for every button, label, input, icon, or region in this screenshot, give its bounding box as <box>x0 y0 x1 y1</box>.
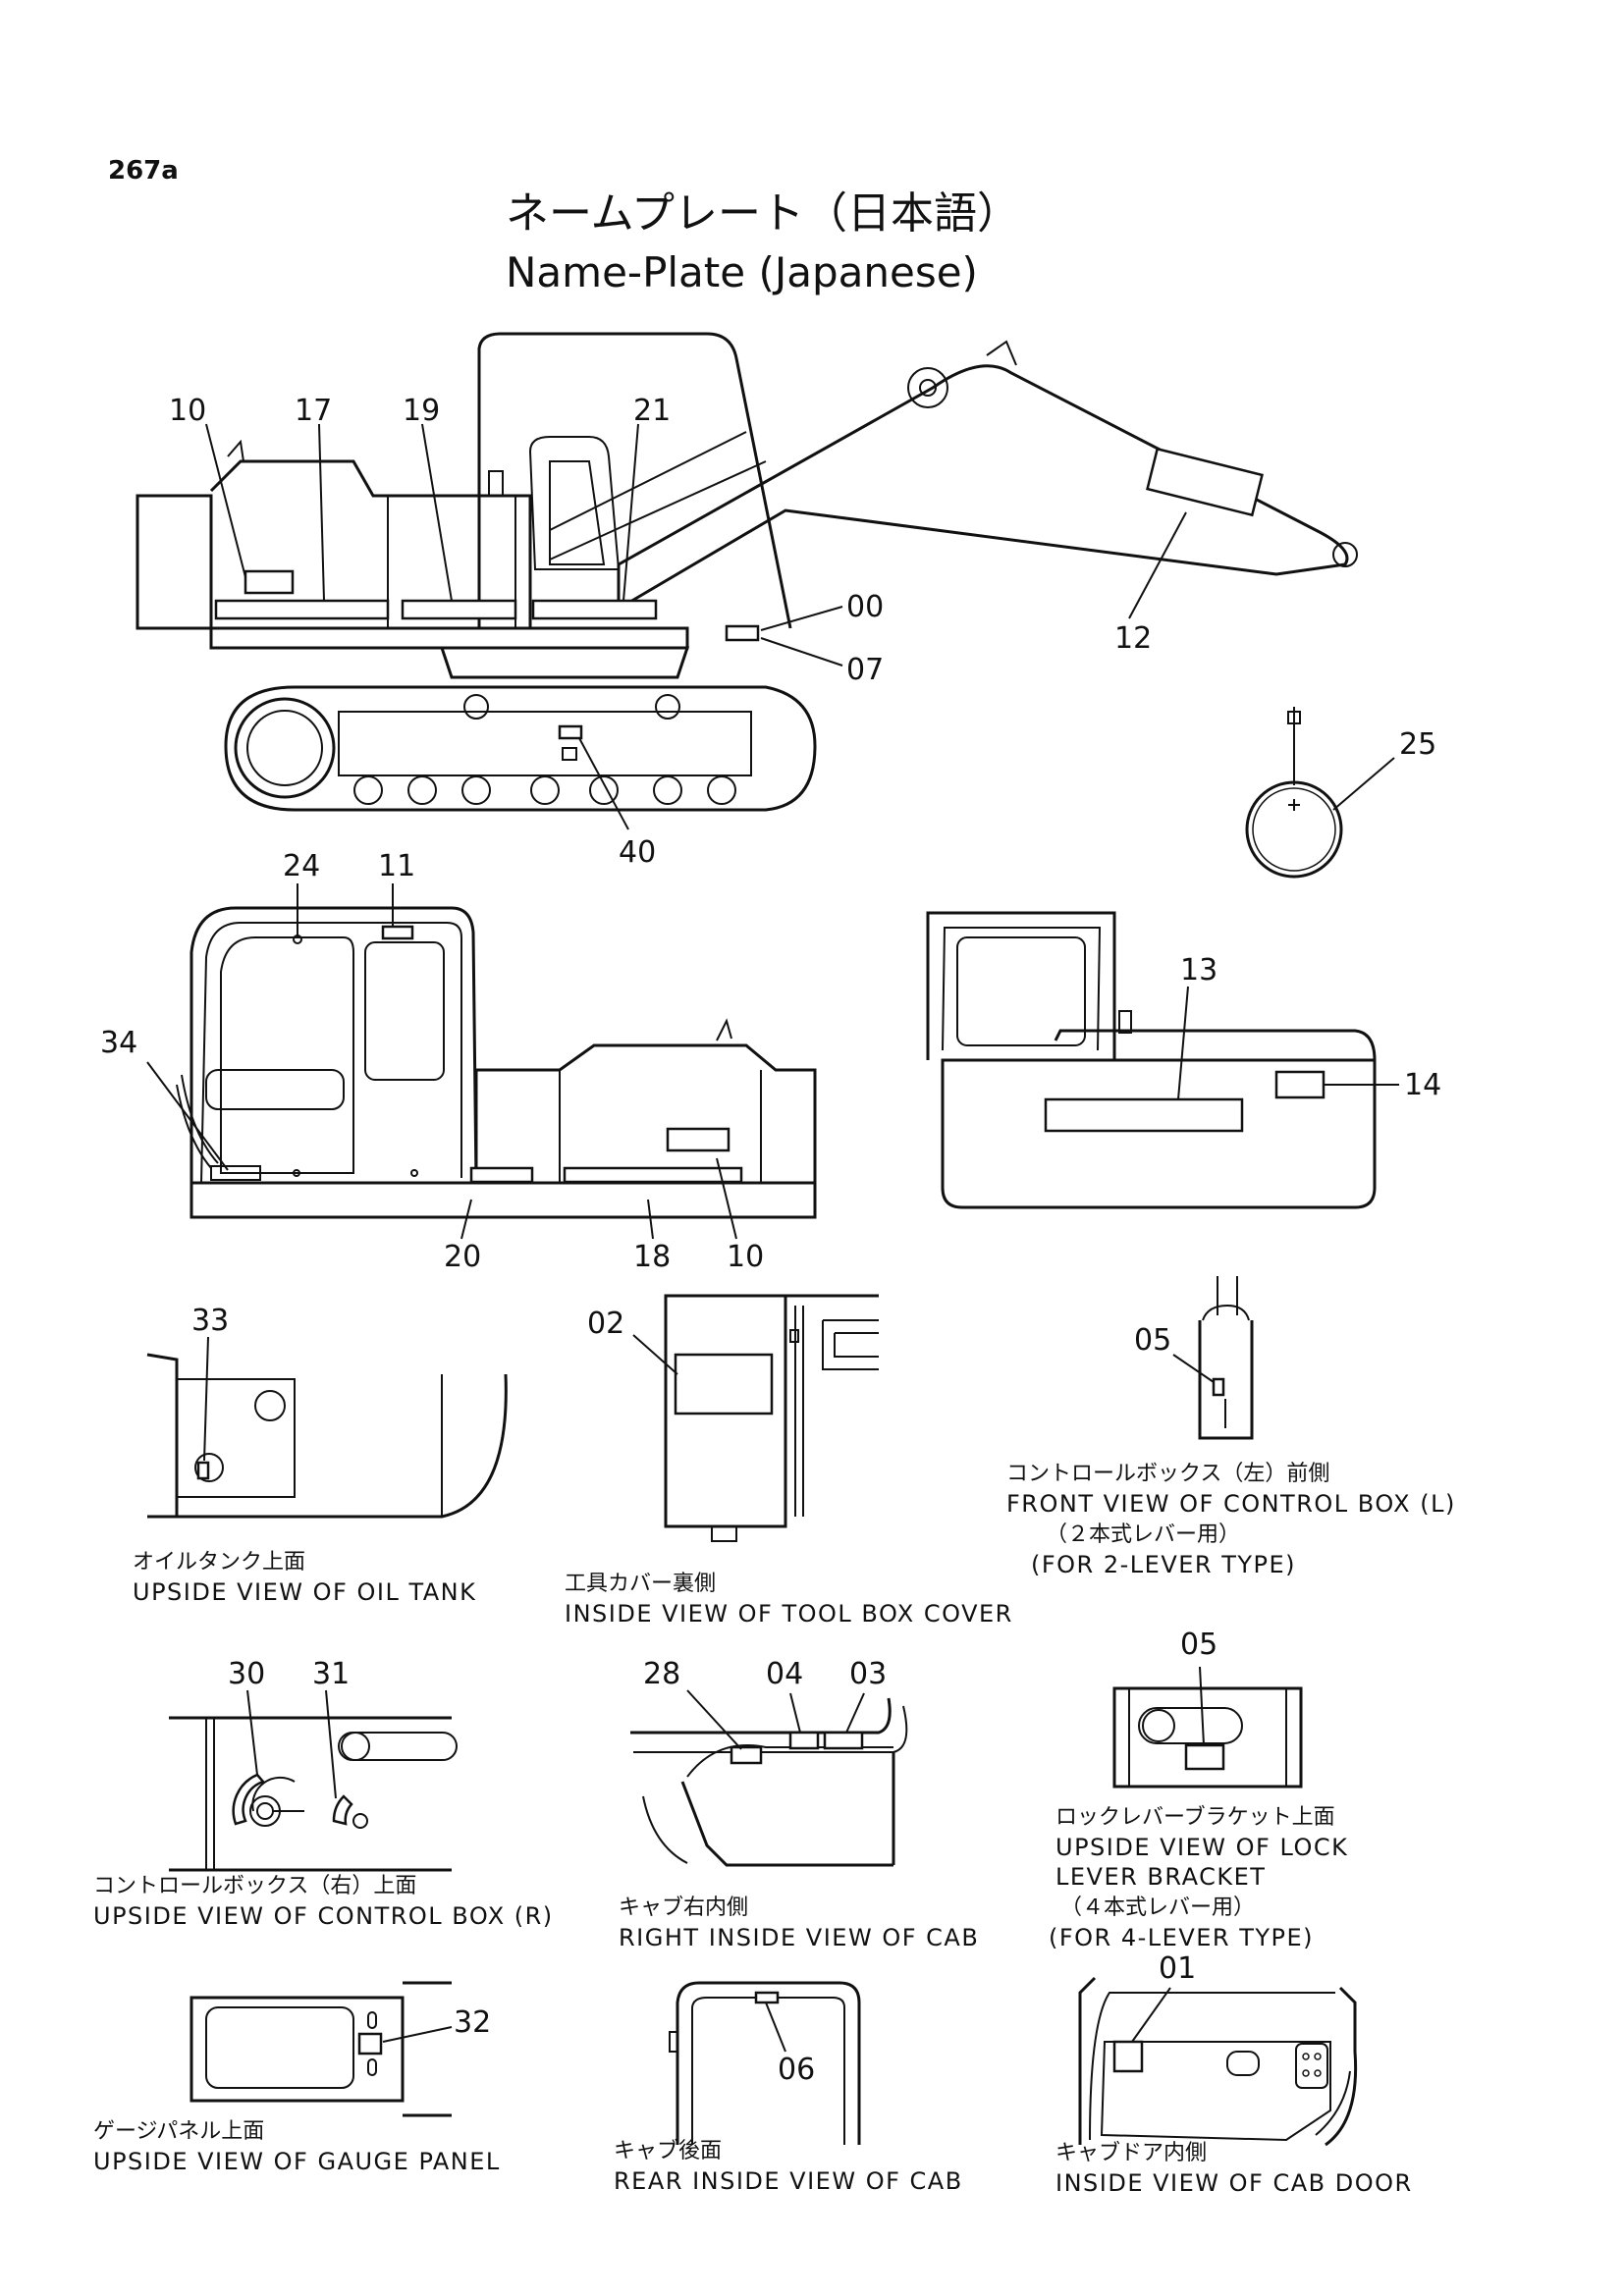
callout-01: 01 <box>1159 1951 1196 1986</box>
level-gauge-25 <box>1245 707 1395 879</box>
title-english: Name-Plate (Japanese) <box>506 248 978 296</box>
caption-control-box-l-en: FRONT VIEW OF CONTROL BOX (L) <box>1006 1490 1456 1518</box>
control-box-l-view <box>1172 1276 1254 1440</box>
plate-40 <box>558 724 583 740</box>
caption-control-box-l-jp2: （２本式レバー用） <box>1046 1522 1240 1547</box>
callout-10b: 10 <box>727 1240 764 1274</box>
caption-lock-lever-jp: ロックレバーブラケット上面 <box>1055 1805 1335 1830</box>
oil-tank-view <box>146 1336 508 1519</box>
caption-tool-box-jp: 工具カバー裏側 <box>565 1572 716 1596</box>
callout-07: 07 <box>846 653 884 687</box>
caption-lock-lever-en: UPSIDE VIEW OF LOCK <box>1055 1834 1348 1861</box>
caption-control-box-r-en: UPSIDE VIEW OF CONTROL BOX (R) <box>93 1902 554 1930</box>
cab-side-view <box>146 883 817 1240</box>
plate-31 <box>332 1794 353 1826</box>
callout-13: 13 <box>1180 953 1217 988</box>
caption-gauge-panel-jp: ゲージパネル上面 <box>93 2119 264 2144</box>
caption-tool-box-en: INSIDE VIEW OF TOOL BOX COVER <box>565 1600 1013 1628</box>
callout-00: 00 <box>846 590 884 624</box>
plate-02 <box>674 1353 774 1415</box>
callout-28: 28 <box>643 1657 680 1691</box>
callout-11: 11 <box>378 849 415 883</box>
caption-lock-lever-en2: (FOR 4-LEVER TYPE) <box>1049 1924 1314 1951</box>
plate-10-side <box>243 569 295 595</box>
caption-cab-door-en: INSIDE VIEW OF CAB DOOR <box>1055 2169 1413 2197</box>
plate-10-cab <box>666 1127 730 1152</box>
plate-30 <box>232 1773 266 1826</box>
callout-30: 30 <box>228 1657 265 1691</box>
callout-20: 20 <box>444 1240 481 1274</box>
plate-06 <box>754 1991 780 2004</box>
callout-05b: 05 <box>1180 1628 1217 1662</box>
callout-25: 25 <box>1399 727 1436 762</box>
caption-control-box-l-jp: コントロールボックス（左）前側 <box>1006 1462 1329 1486</box>
gauge-panel-view <box>189 1981 453 2117</box>
plate-17 <box>214 599 390 620</box>
plate-01 <box>1112 2040 1144 2073</box>
title-japanese: ネームプレート（日本語） <box>506 188 1020 239</box>
rear-view <box>926 911 1399 1209</box>
callout-12: 12 <box>1114 621 1152 656</box>
plate-04 <box>788 1731 820 1750</box>
plate-21 <box>531 599 658 620</box>
callout-02: 02 <box>587 1307 624 1341</box>
cab-door-view <box>1078 1976 1358 2147</box>
callout-05a: 05 <box>1134 1323 1171 1358</box>
plate-13 <box>1044 1097 1244 1133</box>
callout-40: 40 <box>619 835 656 870</box>
caption-oil-tank-jp: オイルタンク上面 <box>133 1550 305 1575</box>
caption-lock-lever-en-b: LEVER BRACKET <box>1055 1863 1266 1891</box>
plate-00-07 <box>725 624 760 642</box>
caption-cab-right-en: RIGHT INSIDE VIEW OF CAB <box>619 1924 979 1951</box>
callout-18: 18 <box>633 1240 671 1274</box>
callout-17: 17 <box>295 394 332 428</box>
callout-24: 24 <box>283 849 320 883</box>
plate-18 <box>563 1166 743 1184</box>
caption-gauge-panel-en: UPSIDE VIEW OF GAUGE PANEL <box>93 2148 501 2175</box>
callout-14: 14 <box>1404 1068 1441 1102</box>
tool-box-cover-view <box>632 1294 879 1542</box>
plate-28 <box>730 1745 763 1765</box>
cab-rear-view <box>669 1981 861 2145</box>
plate-05-l <box>1212 1377 1225 1397</box>
callout-33: 33 <box>191 1304 229 1338</box>
plate-14 <box>1274 1070 1325 1099</box>
plate-20 <box>469 1166 534 1184</box>
caption-cab-rear-jp: キャブ後面 <box>614 2139 722 2163</box>
control-box-r-view <box>169 1689 458 1872</box>
caption-control-box-l-en2: (FOR 2-LEVER TYPE) <box>1031 1551 1296 1578</box>
callout-04: 04 <box>766 1657 803 1691</box>
callout-32: 32 <box>454 2005 491 2040</box>
caption-oil-tank-en: UPSIDE VIEW OF OIL TANK <box>133 1578 476 1606</box>
plate-32 <box>357 2032 383 2056</box>
plate-33 <box>196 1461 210 1480</box>
caption-cab-door-jp: キャブドア内側 <box>1055 2141 1207 2165</box>
plate-19 <box>401 599 517 620</box>
callout-10: 10 <box>169 394 206 428</box>
caption-cab-rear-en: REAR INSIDE VIEW OF CAB <box>614 2167 963 2195</box>
page-id: 267a <box>108 156 179 186</box>
lock-lever-bracket-view <box>1112 1666 1303 1789</box>
caption-lock-lever-jp2: （４本式レバー用） <box>1060 1896 1255 1920</box>
callout-06: 06 <box>778 2053 815 2087</box>
callout-21: 21 <box>633 394 671 428</box>
callout-31: 31 <box>312 1657 350 1691</box>
callout-03: 03 <box>849 1657 887 1691</box>
caption-control-box-r-jp: コントロールボックス（右）上面 <box>93 1874 416 1898</box>
callout-34: 34 <box>100 1026 137 1060</box>
plate-03 <box>823 1731 864 1750</box>
excavator-side-view <box>135 332 1358 830</box>
cab-right-inside-view <box>630 1689 908 1867</box>
plate-05-lock <box>1184 1743 1225 1771</box>
plate-12 <box>1146 447 1264 517</box>
plate-11 <box>381 925 414 940</box>
callout-19: 19 <box>403 394 440 428</box>
caption-cab-right-jp: キャブ右内側 <box>619 1896 748 1920</box>
